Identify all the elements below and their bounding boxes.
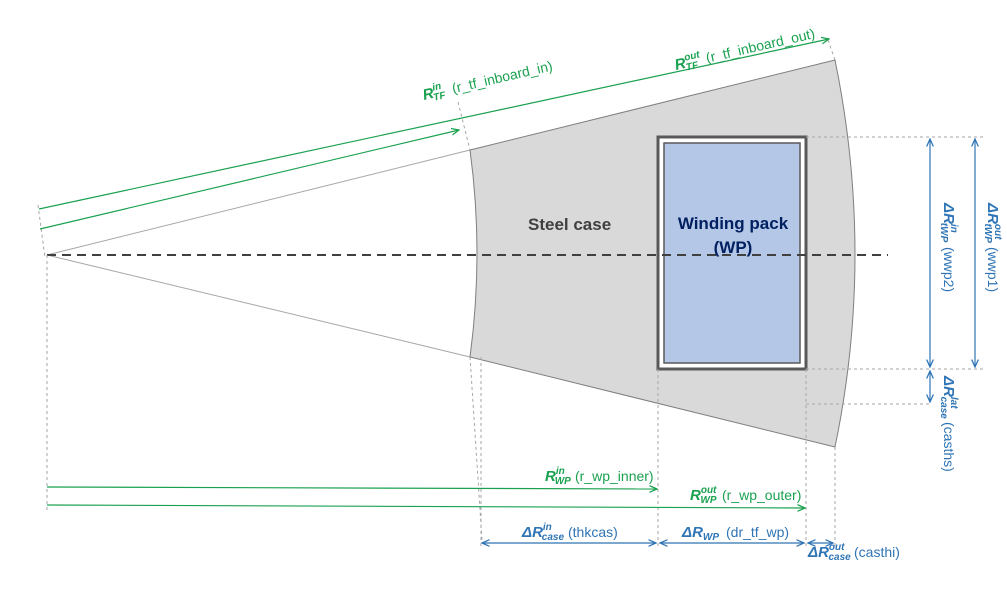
- svg-text:ΔRWP: ΔRWP: [681, 524, 719, 543]
- dr-twp-in-label: ΔRintWP (wwp2): [938, 202, 959, 292]
- dr-case-lat-label: ΔRlatcase (casths): [938, 375, 959, 472]
- svg-text:ΔRlatcase: ΔRlatcase: [938, 375, 959, 419]
- guide-lines: [37, 39, 985, 546]
- svg-text:(wwp2): (wwp2): [941, 247, 957, 292]
- r-wp-out-arrow: [46, 505, 805, 508]
- svg-text:(dr_tf_wp): (dr_tf_wp): [726, 524, 789, 540]
- steel-case-label: Steel case: [528, 215, 611, 234]
- wedge-lower-edge: [46, 254, 471, 358]
- svg-text:(casthi): (casthi): [854, 544, 900, 560]
- wedge-upper-edge: [46, 149, 471, 256]
- winding-pack-inner: [663, 142, 801, 364]
- svg-text:(r_tf_inboard_in): (r_tf_inboard_in): [450, 57, 554, 96]
- winding-pack-abbrev-label: (WP): [714, 238, 753, 257]
- r-tf-out-label: RoutTF (r_tf_inboard_out): [673, 25, 816, 76]
- svg-text:(r_wp_outer): (r_wp_outer): [722, 487, 801, 503]
- r-tf-out-arrow: [38, 39, 829, 210]
- svg-text:(wwp1): (wwp1): [985, 247, 1001, 292]
- r-tf-in-arrow: [39, 130, 459, 230]
- svg-text:ΔRouttWP: ΔRouttWP: [982, 202, 1003, 243]
- dr-twp-out-label: ΔRouttWP (wwp1): [982, 202, 1003, 292]
- svg-text:(casths): (casths): [941, 422, 957, 472]
- winding-pack-label: Winding pack: [678, 214, 789, 233]
- svg-text:ΔRintWP: ΔRintWP: [938, 202, 959, 243]
- svg-text:RoutTF: RoutTF: [673, 49, 704, 76]
- svg-text:(thkcas): (thkcas): [568, 524, 618, 540]
- r-tf-in-label: RinTF (r_tf_inboard_in): [421, 57, 554, 106]
- r-wp-in-arrow: [46, 487, 657, 489]
- svg-text:RinTF: RinTF: [421, 80, 448, 106]
- svg-text:(r_wp_inner): (r_wp_inner): [575, 468, 654, 484]
- dr-wp-label: ΔRWP (dr_tf_wp): [681, 524, 789, 543]
